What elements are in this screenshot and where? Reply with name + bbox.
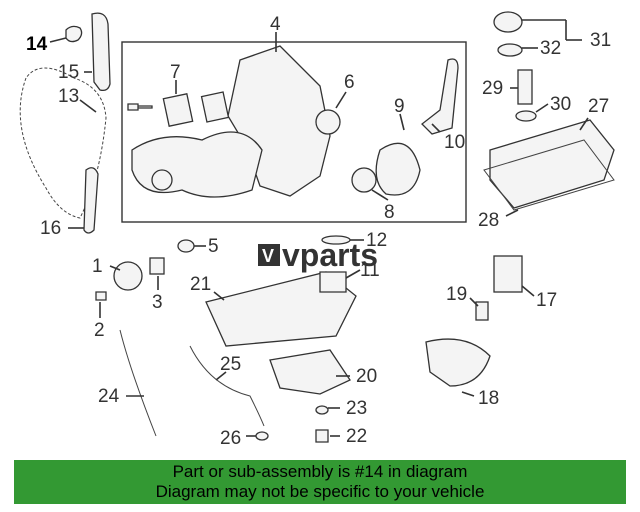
callout-19: 19: [446, 284, 467, 305]
leader-lines: [49, 19, 589, 437]
part-7-gasket-b: [200, 91, 230, 123]
part-water-pump: [131, 131, 263, 198]
part-19-seal: [475, 301, 489, 321]
callout-15: 15: [58, 62, 79, 83]
callout-24: 24: [98, 386, 120, 407]
banner-line-disclaimer: Diagram may not be specific to your vehi…: [155, 482, 485, 501]
callout-23: 23: [346, 398, 367, 419]
part-29-pcv-valve: [517, 69, 533, 105]
part-25-dipstick-tube: [189, 345, 265, 427]
part-23-drain-gasket: [315, 405, 329, 415]
part-24-dipstick: [119, 329, 157, 437]
part-3-sensor: [149, 257, 165, 275]
callout-12: 12: [366, 230, 387, 251]
callout-26: 26: [220, 428, 241, 449]
part-32-cap-gasket: [497, 43, 523, 57]
timing-cover-group-box: [121, 41, 467, 223]
callout-4: 4: [270, 14, 281, 35]
part-7-gasket-a: [162, 93, 194, 127]
callout-20: 20: [356, 366, 377, 387]
callout-3: 3: [152, 292, 163, 313]
part-17-oil-filter: [493, 255, 523, 293]
callout-13: 13: [58, 86, 79, 107]
water-pump-pulley: [151, 169, 173, 191]
part-bolt: [127, 103, 153, 111]
part-10-sensor: [421, 58, 459, 135]
callout-25: 25: [220, 354, 241, 375]
part-11-oil-strainer: [319, 271, 347, 293]
part-2-bolt: [95, 291, 107, 301]
part-6-seal: [315, 109, 341, 135]
callout-7: 7: [170, 62, 181, 83]
part-21-oil-pan-upper: [205, 271, 357, 347]
part-26-o-ring: [255, 431, 269, 441]
callout-11: 11: [360, 260, 380, 281]
part-8-idler-pulley: [351, 167, 377, 193]
part-31-oil-cap: [493, 11, 523, 33]
callout-16: 16: [40, 218, 61, 239]
part-9-oil-pump: [375, 142, 421, 196]
callout-31: 31: [590, 30, 611, 51]
callout-1: 1: [92, 256, 103, 277]
callout-10: 10: [444, 132, 465, 153]
part-16-chain-guide: [83, 167, 99, 234]
callout-29: 29: [482, 78, 503, 99]
callout-18: 18: [478, 388, 499, 409]
part-notice-banner: Part or sub-assembly is #14 in diagram D…: [14, 460, 626, 504]
callout-27: 27: [588, 96, 609, 117]
part-22-drain-plug: [315, 429, 329, 443]
callout-5: 5: [208, 236, 219, 257]
callout-8: 8: [384, 202, 395, 223]
vparts-watermark: V vparts: [258, 237, 378, 273]
part-18-filter-housing: [425, 338, 491, 387]
part-20-oil-pan-lower: [269, 349, 351, 395]
callout-30: 30: [550, 94, 571, 115]
callout-14: 14: [26, 34, 48, 55]
banner-line-part: Part or sub-assembly is #14 in diagram: [172, 462, 468, 481]
callout-2: 2: [94, 320, 105, 341]
part-28-gasket: [483, 139, 615, 211]
part-14-tensioner: [65, 25, 83, 43]
callout-6: 6: [344, 72, 355, 93]
callout-9: 9: [394, 96, 405, 117]
vparts-logo-letter: V: [262, 246, 274, 266]
callout-17: 17: [536, 290, 557, 311]
callout-32: 32: [540, 38, 561, 59]
part-5-o-ring: [177, 239, 195, 253]
callout-22: 22: [346, 426, 367, 447]
vparts-logo-mark: [258, 244, 280, 266]
vparts-wordmark: vparts: [282, 237, 378, 273]
part-1-crank-pulley: [113, 261, 143, 291]
part-27-valve-cover: [489, 119, 615, 209]
part-15-chain-guide: [91, 12, 111, 92]
callout-labels: 14 15 13 16 4 6 7 8 9 10 31 32 29 30 27 …: [26, 14, 611, 449]
callout-28: 28: [478, 210, 499, 231]
callout-21: 21: [190, 274, 211, 295]
part-30-grommet: [515, 110, 537, 122]
